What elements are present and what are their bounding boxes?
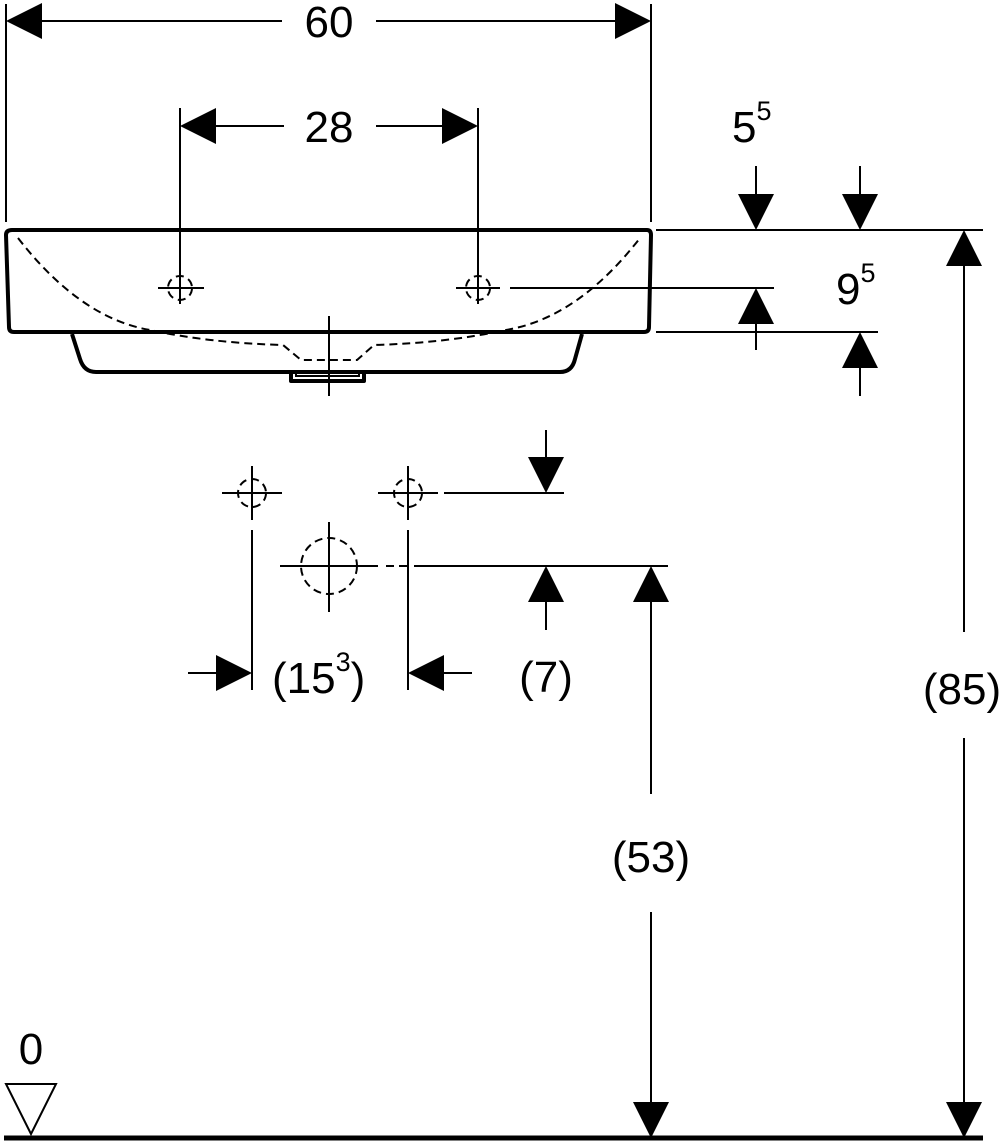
overall-width-label: 60: [305, 0, 354, 47]
floor-level-label: 0: [19, 1025, 43, 1074]
waste-spacing-label: (153): [272, 647, 365, 703]
floor-level-icon: [4, 1083, 58, 1137]
supply-symbol-left: [222, 466, 282, 520]
basin-bowl-hidden-line: [17, 237, 641, 361]
dimension-waste-spacing: [188, 530, 472, 691]
waste-offset-label: (7): [519, 653, 573, 702]
dimension-rim-offset: [738, 166, 878, 230]
tap-hole-left: [158, 108, 204, 304]
tap-hole-depth-label: 95: [836, 258, 876, 314]
dimension-tap-spacing: [180, 108, 478, 144]
dimension-overall-width: [5, 3, 652, 222]
waste-symbol: [280, 522, 668, 612]
dimension-tap-hole-depth: [738, 288, 878, 396]
waste-height-label: (53): [612, 833, 690, 882]
rim-offset-label: 55: [732, 96, 772, 152]
dimension-rim-height: [946, 230, 982, 1138]
rim-height-label: (85): [923, 665, 1001, 714]
tap-spacing-label: 28: [305, 103, 354, 152]
tap-hole-right: [456, 108, 774, 304]
dimension-waste-height: [633, 566, 669, 1138]
supply-symbol-right: [378, 466, 564, 520]
dimension-waste-offset: [528, 430, 564, 630]
